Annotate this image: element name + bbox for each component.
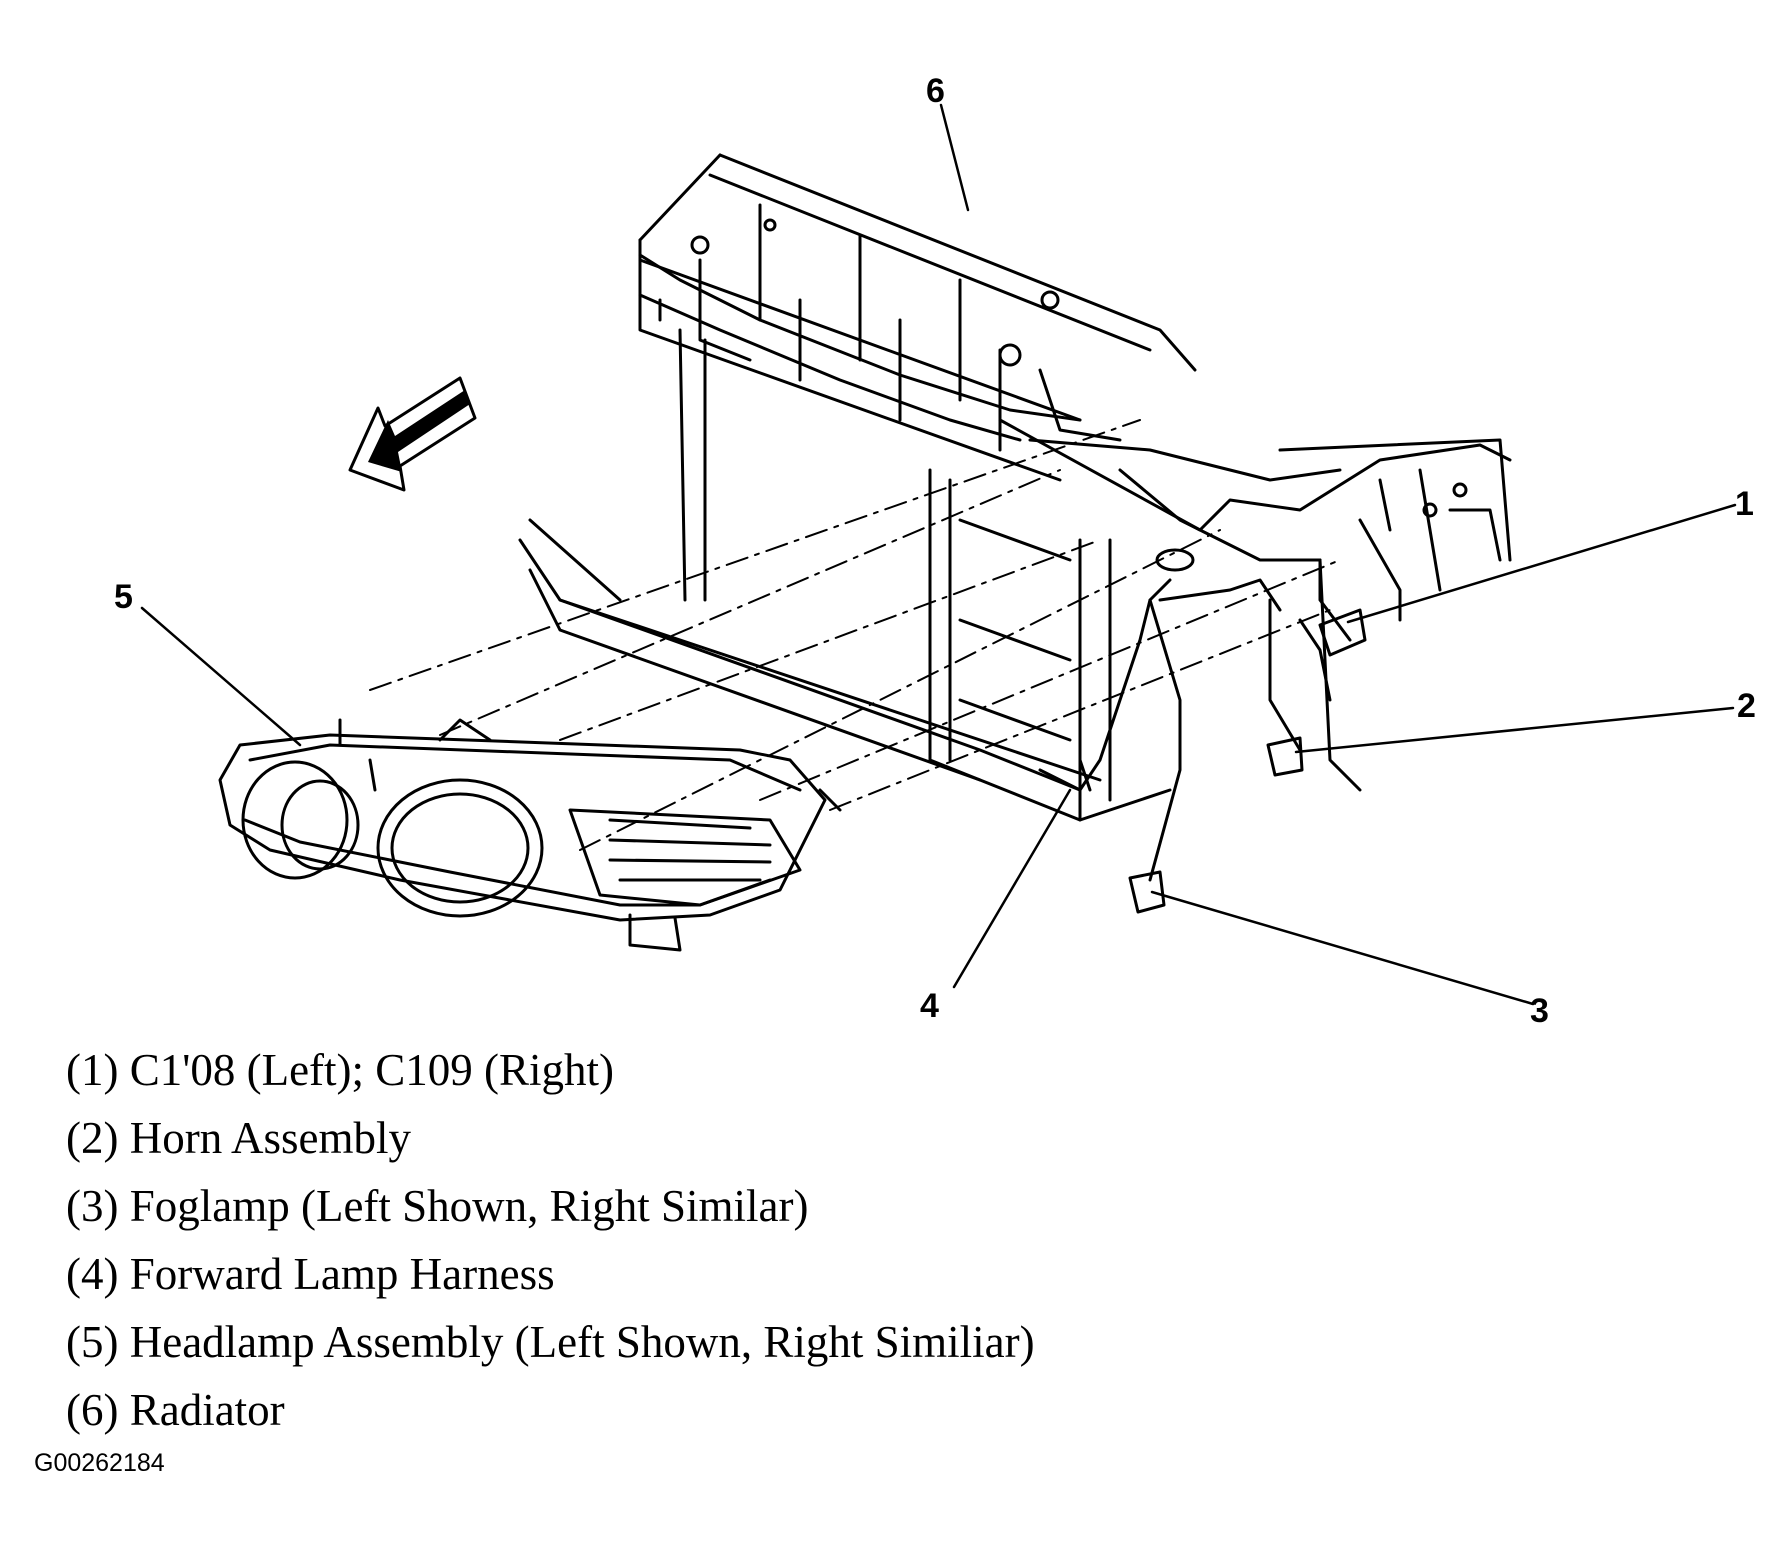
legend-item: (2) Horn Assembly bbox=[66, 1113, 411, 1163]
leader-line-6 bbox=[939, 103, 970, 212]
radiator bbox=[638, 153, 1197, 482]
callout-number-4: 4 bbox=[920, 987, 939, 1025]
leader-line-3 bbox=[1150, 890, 1535, 1006]
component-legend: (1) C1'08 (Left); C109 (Right) (2) Horn … bbox=[66, 1036, 1035, 1444]
leader-line-2 bbox=[1294, 706, 1735, 754]
upper-rail bbox=[638, 253, 1082, 602]
connector-c108 bbox=[1318, 608, 1367, 657]
leader-line-1 bbox=[1346, 503, 1737, 624]
callout-number-2: 2 bbox=[1737, 687, 1756, 725]
callout-number-6: 6 bbox=[926, 72, 945, 110]
headlamp-assembly bbox=[218, 718, 842, 952]
legend-item: (4) Forward Lamp Harness bbox=[66, 1249, 555, 1299]
leader-line-4 bbox=[952, 788, 1072, 989]
legend-item: (1) C1'08 (Left); C109 (Right) bbox=[66, 1045, 615, 1095]
lower-rail bbox=[518, 518, 1102, 792]
front-direction-arrow-icon bbox=[348, 376, 477, 492]
horn-assembly bbox=[1266, 736, 1304, 777]
forward-lamp-harness bbox=[1038, 558, 1352, 882]
legend-item: (6) Radiator bbox=[66, 1385, 285, 1435]
callout-number-3: 3 bbox=[1530, 992, 1549, 1030]
legend-item: (5) Headlamp Assembly (Left Shown, Right… bbox=[66, 1317, 1035, 1367]
assembly-alignment-lines bbox=[369, 419, 1341, 851]
right-support-structure bbox=[1278, 438, 1512, 792]
legend-item: (3) Foglamp (Left Shown, Right Similar) bbox=[66, 1181, 809, 1231]
leader-line-5 bbox=[140, 606, 302, 747]
figure-id: G00262184 bbox=[34, 1449, 165, 1477]
callout-number-5: 5 bbox=[114, 578, 133, 616]
foglamp bbox=[1128, 870, 1166, 914]
callout-number-1: 1 bbox=[1735, 485, 1754, 523]
